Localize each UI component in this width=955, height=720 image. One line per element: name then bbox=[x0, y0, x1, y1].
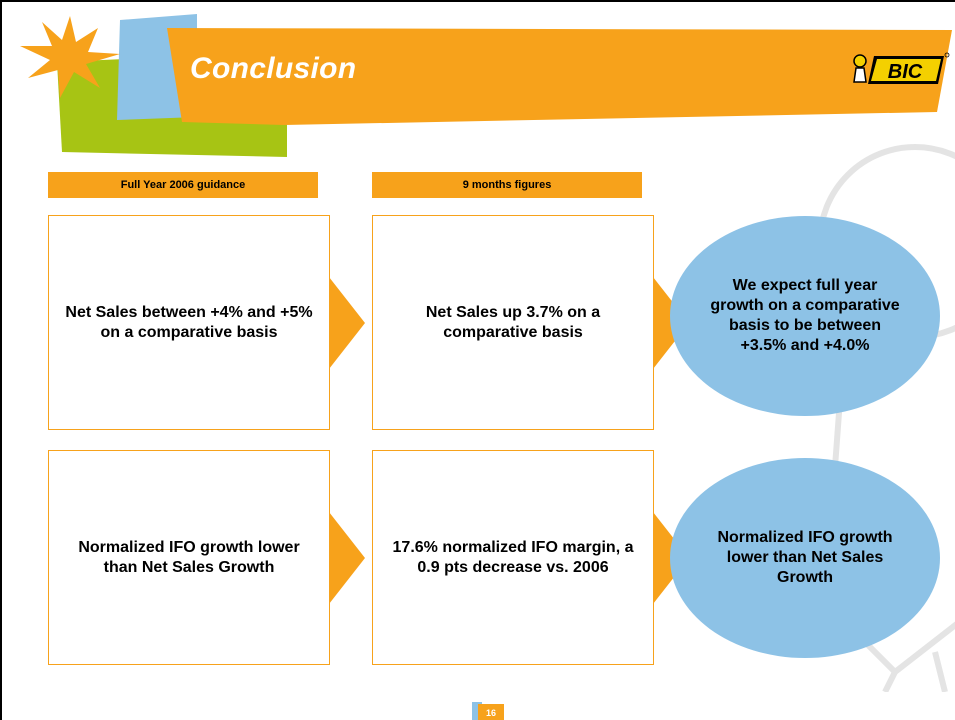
col-header-guidance: Full Year 2006 guidance bbox=[48, 172, 318, 198]
arrow-right-icon bbox=[329, 277, 365, 369]
guidance-box-ifo: Normalized IFO growth lower than Net Sal… bbox=[48, 450, 330, 665]
page-badge-icon bbox=[472, 702, 504, 720]
bic-logo: BIC bbox=[853, 52, 950, 84]
star-burst-icon bbox=[20, 16, 120, 98]
bic-wordmark-text: BIC bbox=[888, 61, 923, 83]
orange-banner bbox=[167, 28, 952, 125]
outlook-ellipse-ifo: Normalized IFO growth lower than Net Sal… bbox=[670, 458, 940, 658]
bic-wordmark bbox=[868, 56, 944, 84]
page-number-badge: 16 bbox=[472, 702, 506, 720]
col-header-9-months: 9 months figures bbox=[372, 172, 642, 198]
guidance-box-net-sales: Net Sales between +4% and +5% on a compa… bbox=[48, 215, 330, 430]
outlook-ellipse-net-sales: We expect full year growth on a comparat… bbox=[670, 216, 940, 416]
arrow-right-icon bbox=[329, 512, 365, 604]
page-title: Conclusion bbox=[190, 52, 357, 85]
page-number: 16 bbox=[486, 708, 497, 718]
bic-boy-icon bbox=[853, 54, 867, 83]
actual-box-ifo: 17.6% normalized IFO margin, a 0.9 pts d… bbox=[372, 450, 654, 665]
actual-box-net-sales: Net Sales up 3.7% on a comparative basis bbox=[372, 215, 654, 430]
header-banner bbox=[20, 14, 952, 157]
